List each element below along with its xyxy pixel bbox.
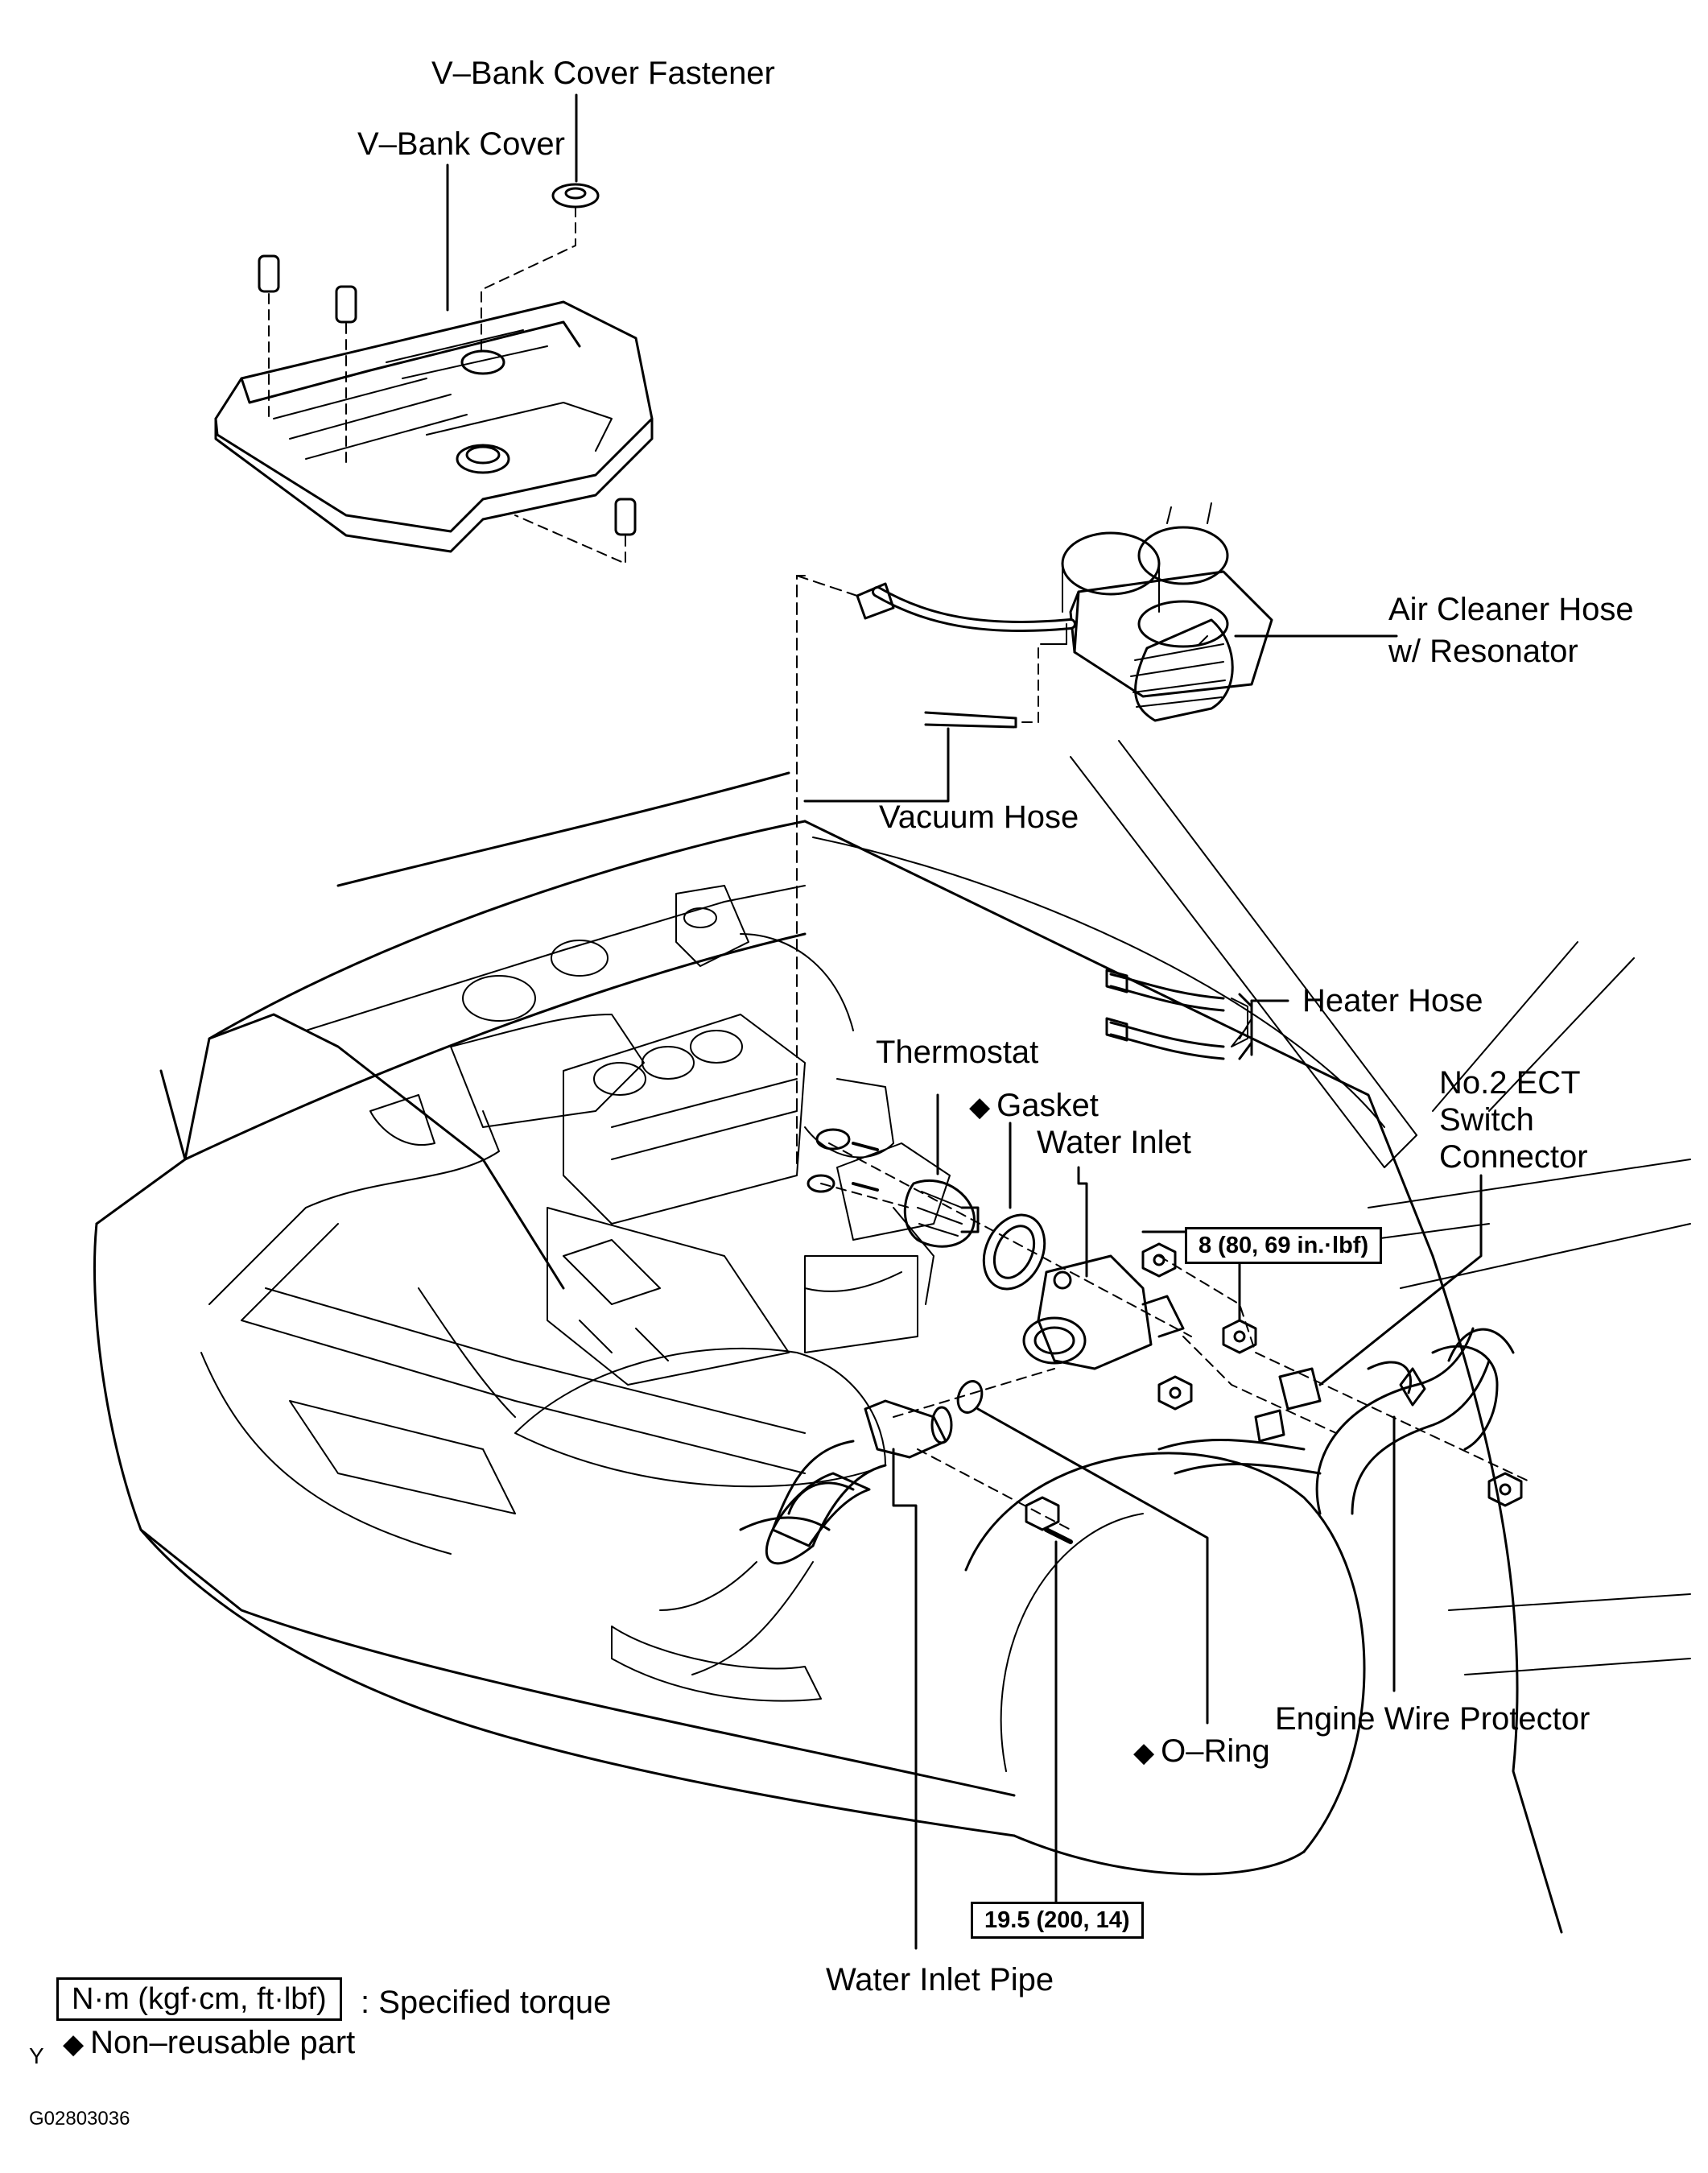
o-ring: [956, 1380, 1209, 1725]
torque-19-5: 19.5 (200, 14): [971, 1902, 1144, 1939]
label-water-inlet: Water Inlet: [1037, 1125, 1191, 1160]
torque-leaders: [1141, 1223, 1490, 1241]
ect-switch-connector: [1254, 1174, 1483, 1443]
legend-nonreusable-text: Non–reusable part: [90, 2025, 356, 2060]
diamond-icon: ◆: [969, 1092, 991, 1122]
stud-bolts: [807, 1128, 879, 1193]
label-ect-3: Connector: [1439, 1139, 1588, 1175]
heater-hose: [1105, 969, 1289, 1060]
vehicle-body: [93, 740, 1691, 1934]
gasket-text: Gasket: [996, 1088, 1099, 1123]
diamond-icon: ◆: [1133, 1737, 1155, 1768]
label-v-bank-cover: V–Bank Cover: [357, 126, 565, 162]
torque-8: 8 (80, 69 in.·lbf): [1185, 1227, 1383, 1264]
nut-1: [1141, 1242, 1177, 1278]
v-bank-cover: [214, 300, 654, 553]
nut-3: [1157, 1375, 1193, 1411]
o-ring-text: O–Ring: [1161, 1733, 1270, 1769]
label-ect-1: No.2 ECT: [1439, 1065, 1581, 1101]
label-thermostat: Thermostat: [876, 1035, 1039, 1070]
label-ect-2: Switch: [1439, 1102, 1534, 1138]
nut-2: [1222, 1254, 1257, 1354]
engine-wire-protector: [1157, 1327, 1515, 1692]
legend-unit-box: N·m (kgf·cm, ft·lbf): [56, 1977, 342, 2021]
thermostat: [903, 1093, 980, 1248]
v-bank-cover-fastener: [446, 93, 600, 355]
legend-unit-text: : Specified torque: [361, 1985, 612, 2020]
label-o-ring: ◆O–Ring: [1133, 1733, 1270, 1771]
legend-nonreusable: ◆Non–reusable part: [63, 2024, 355, 2063]
air-cleaner-hose: [856, 502, 1398, 722]
label-vacuum-hose: Vacuum Hose: [879, 799, 1079, 835]
water-inlet-pipe: [659, 1399, 953, 1950]
diamond-icon: ◆: [63, 2029, 85, 2059]
water-inlet: [1022, 1166, 1185, 1370]
label-gasket: ◆Gasket: [969, 1087, 1099, 1126]
label-air-cleaner-hose: Air Cleaner Hose: [1388, 592, 1634, 627]
engine-bay: [208, 885, 951, 1418]
label-heater-hose: Heater Hose: [1302, 983, 1483, 1018]
label-water-inlet-pipe: Water Inlet Pipe: [826, 1962, 1054, 1997]
corner-mark: Y: [29, 2043, 44, 2068]
vacuum-hose: [796, 575, 1067, 1168]
nut-4: [1487, 1472, 1523, 1507]
cover-studs: [258, 254, 637, 564]
label-v-bank-cover-fastener: V–Bank Cover Fastener: [431, 56, 775, 91]
label-air-cleaner-resonator: w/ Resonator: [1388, 634, 1578, 669]
bolt-19: [1025, 1496, 1073, 1903]
gasket: [982, 1122, 1046, 1291]
assembly-axes: [820, 1142, 1530, 1531]
label-engine-wire-protector: Engine Wire Protector: [1275, 1701, 1590, 1737]
figure-code: G02803036: [29, 2108, 130, 2130]
